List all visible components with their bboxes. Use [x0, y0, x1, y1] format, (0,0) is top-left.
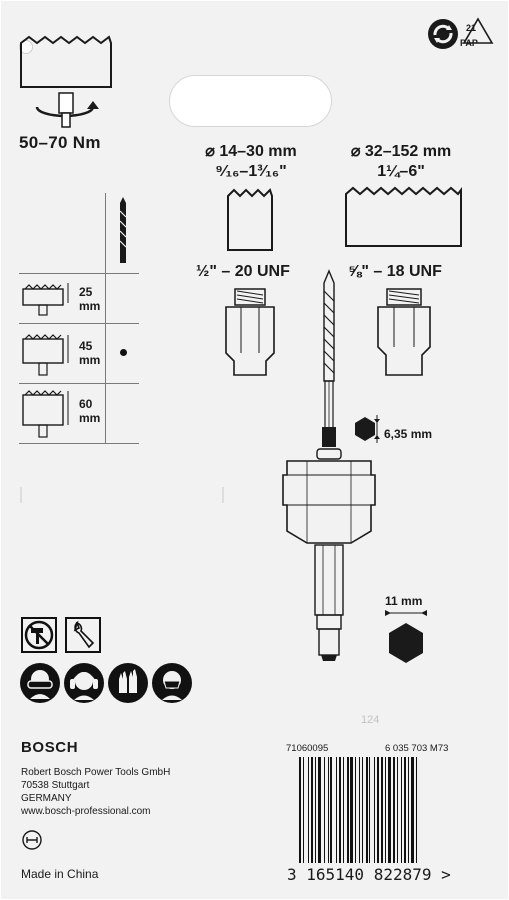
barcode-bar: [327, 757, 329, 863]
barcode-bar: [315, 757, 317, 863]
barcode-bar: [361, 757, 363, 863]
barcode-bar: [384, 757, 386, 863]
small-adapter-icon: [225, 288, 275, 376]
barcode-bar: [323, 757, 325, 863]
barcode-bar: [350, 757, 354, 863]
wrench-icon: [65, 617, 101, 653]
barcode-bar: [355, 757, 357, 863]
barcode-bar: [342, 757, 344, 863]
large-adapter-icon: [377, 288, 431, 376]
ear-protection-icon: [64, 663, 104, 703]
depth-60-value: 60 mm: [79, 397, 101, 425]
large-diameter-in: 1¼–6": [377, 163, 425, 180]
recycle-triangle-icon: [462, 17, 494, 44]
large-holesaw-icon: [345, 186, 462, 247]
part-number: 6 035 703 M73: [385, 743, 449, 754]
barcode-bar: [330, 757, 333, 863]
internal-code: 71060095: [286, 743, 329, 754]
barcode-bar: [397, 757, 398, 863]
barcode-bar: [299, 757, 301, 863]
barcode-bar: [369, 757, 371, 863]
manufacturer-country: GERMANY: [21, 793, 72, 804]
barcode-bar: [400, 757, 402, 863]
no-hammer-icon: [21, 617, 57, 653]
recycling-symbols: [428, 17, 494, 49]
small-holesaw-icon: [227, 188, 273, 251]
torque-label: 50–70 Nm: [19, 133, 101, 152]
goggles-icon: [20, 663, 60, 703]
barcode-bar: [339, 757, 341, 863]
barcode-bar: [403, 757, 406, 863]
depth-25-icon: [22, 283, 69, 316]
barcode: [299, 757, 465, 863]
manufacturer-city: 70538 Stuttgart: [21, 780, 90, 791]
hex-shank-icon: [355, 415, 380, 443]
large-diameter-mm: ⌀ 32–152 mm: [350, 143, 452, 160]
barcode-bar: [388, 757, 392, 863]
page-number: 124: [361, 714, 380, 726]
barcode-bar: [336, 757, 338, 863]
depth-45-marker: [120, 349, 127, 356]
barcode-bar: [307, 757, 309, 863]
hang-slot: [169, 75, 332, 127]
bosch-logo-icon: [22, 830, 42, 850]
barcode-bar: [374, 757, 376, 863]
green-dot-icon: [428, 19, 458, 49]
barcode-bar: [416, 757, 417, 863]
small-diameter-mm: ⌀ 14–30 mm: [205, 143, 297, 160]
made-in-label: Made in China: [21, 867, 99, 881]
barcode-bar: [377, 757, 379, 863]
recycle-material: PAP: [460, 38, 478, 48]
depth-45-value: 45 mm: [79, 339, 101, 367]
blister-window-outline: [20, 487, 224, 503]
holesaw-icon: [20, 35, 112, 88]
small-diameter-in: ⁹⁄₁₆–1³⁄₁₆": [215, 163, 287, 180]
barcode-digits: 3 165140 822879 >: [287, 865, 451, 884]
barcode-bar: [311, 757, 314, 863]
arbor-drill-illustration: [282, 269, 376, 661]
drill-bit-icon: [119, 197, 127, 263]
recycle-code: 21: [466, 23, 477, 33]
barcode-bar: [365, 757, 368, 863]
dust-mask-icon: [152, 663, 192, 703]
barcode-bar: [318, 757, 321, 863]
gloves-icon: [108, 663, 148, 703]
small-thread-label: ½" – 20 UNF: [196, 263, 290, 280]
brand-name: BOSCH: [21, 739, 79, 756]
barcode-bar: [393, 757, 396, 863]
hex-drive-icon: [385, 610, 427, 663]
manufacturer-name: Robert Bosch Power Tools GmbH: [21, 767, 171, 778]
depth-45-icon: [22, 334, 69, 376]
manufacturer-address: Robert Bosch Power Tools GmbH 70538 Stut…: [21, 766, 170, 818]
hex-shank-size: 6,35 mm: [384, 427, 433, 441]
barcode-bar: [408, 757, 410, 863]
barcode-bar: [359, 757, 360, 863]
barcode-bar: [380, 757, 383, 863]
depth-60-icon: [22, 390, 69, 438]
barcode-bar: [302, 757, 304, 863]
large-thread-label: ⅝" – 18 UNF: [348, 263, 442, 280]
barcode-bar: [411, 757, 415, 863]
holesaw-torque-diagram: [20, 35, 112, 128]
hex-drive-size: 11 mm: [385, 594, 423, 608]
manufacturer-website: www.bosch-professional.com: [21, 806, 151, 817]
barcode-bar: [346, 757, 349, 863]
depth-25-value: 25 mm: [79, 285, 101, 313]
